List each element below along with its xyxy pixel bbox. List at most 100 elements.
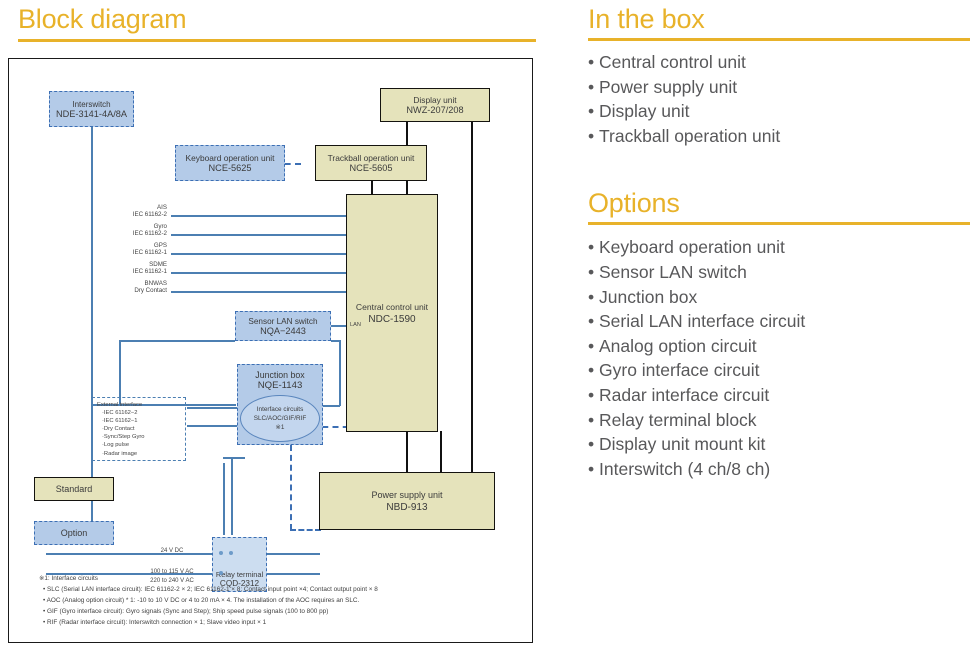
options-item-label: Gyro interface circuit — [599, 360, 760, 381]
node-keyboard-operation-unit[interactable]: Keyboard operation unit NCE-5625 — [175, 145, 285, 181]
in-the-box-item-label: Central control unit — [599, 52, 746, 72]
in-the-box-list: •Central control unit •Power supply unit… — [588, 50, 970, 148]
list-item: •Display unit mount kit — [588, 432, 970, 457]
bullet-icon: • — [588, 52, 595, 72]
wire-external-to-junction-2 — [187, 425, 239, 427]
diagram-notes: ※1: Interface circuits • SLC (Serial LAN… — [19, 573, 524, 628]
list-item: •Gyro interface circuit — [588, 358, 970, 383]
options-item-label: Junction box — [599, 286, 698, 307]
central-lan-port-label: LAN — [350, 322, 361, 328]
junction-dot-ac — [219, 571, 223, 575]
legend-standard: Standard — [34, 477, 114, 501]
wire-signal-gyro — [171, 234, 346, 236]
in-the-box-item-label: Power supply unit — [599, 76, 738, 97]
bullet-icon: • — [588, 261, 595, 282]
list-item: •Radar interface circuit — [588, 383, 970, 408]
notes-line-slc: • SLC (Serial LAN interface circuit): IE… — [43, 586, 378, 593]
node-interface-circuits[interactable]: Interface circuits SLC/AOC/GIF/RIF ※1 — [240, 395, 320, 442]
power-label-dc: 24 V DC — [160, 548, 184, 554]
options-title: Options — [588, 188, 680, 219]
wire-signal-sdme — [171, 272, 346, 274]
block-diagram-title: Block diagram — [18, 4, 187, 34]
node-interswitch[interactable]: Interswitch NDE-3141-4A/8A — [49, 91, 134, 127]
wire-junction-down-1 — [223, 463, 225, 535]
wire-relay-to-power-ac — [267, 573, 320, 575]
power-label-ac1: 100 to 115 V AC — [150, 569, 194, 575]
node-display-unit[interactable]: Display unit NWZ-207/208 — [380, 88, 490, 122]
bullet-icon: • — [588, 237, 595, 258]
list-item: •Central control unit — [588, 50, 970, 75]
bullet-icon: • — [588, 311, 595, 332]
external-interface-box: External interface ·IEC 61162−2 ·IEC 611… — [92, 397, 186, 461]
list-item: •Relay terminal block — [588, 408, 970, 433]
bullet-icon: • — [588, 409, 595, 430]
wire-interswitch-to-junction — [91, 404, 236, 406]
wire-sensorlan-right-top — [331, 340, 340, 342]
junction-dot-dc — [219, 551, 223, 555]
wire-interface-to-central — [312, 426, 359, 428]
options-item-label: Analog option circuit — [599, 335, 757, 356]
block-diagram-title-rule — [18, 39, 536, 42]
wire-signal-gps — [171, 253, 346, 255]
wire-ac-in — [46, 573, 220, 575]
node-central-control-unit[interactable]: Central control unit NDC-1590 — [346, 194, 438, 432]
list-item: •Sensor LAN switch — [588, 260, 970, 285]
list-item: •Display unit — [588, 99, 970, 124]
options-item-label: Interswitch (4 ch/8 ch) — [599, 458, 771, 479]
bullet-icon: • — [588, 434, 595, 455]
signal-label-gyro: Gyro IEC 61162-2 — [132, 223, 167, 238]
list-item: •Power supply unit — [588, 75, 970, 100]
node-relay-terminal[interactable]: Relay terminal CQD-2312 — [212, 537, 267, 592]
section-gap — [588, 148, 970, 190]
wire-signal-bnwas — [171, 291, 346, 293]
list-item: •Junction box — [588, 285, 970, 310]
node-sensor-lan-switch[interactable]: Sensor LAN switch NQA−2443 — [235, 311, 331, 341]
in-the-box-item-label: Trackball operation unit — [599, 125, 781, 146]
bullet-icon: • — [588, 360, 595, 381]
wire-sensorlan-right-leg — [339, 340, 341, 406]
list-item: •Interswitch (4 ch/8 ch) — [588, 457, 970, 482]
node-power-supply-unit[interactable]: Power supply unit NBD-913 — [319, 472, 495, 530]
bullet-icon: • — [588, 286, 595, 307]
block-diagram-section: Block diagram — [8, 6, 536, 42]
wire-interswitch-vertical — [91, 127, 93, 525]
options-item-label: Sensor LAN switch — [599, 261, 747, 282]
signal-label-bnwas: BNWAS Dry Contact — [134, 280, 167, 295]
bullet-icon: • — [588, 384, 595, 405]
wire-sensorlan-left-leg — [119, 340, 121, 404]
wire-signal-ais — [171, 215, 346, 217]
wire-junction-down-2 — [231, 457, 233, 535]
node-trackball-operation-unit[interactable]: Trackball operation unit NCE-5605 — [315, 145, 427, 181]
bullet-icon: • — [588, 335, 595, 356]
right-column: In the box •Central control unit •Power … — [588, 6, 970, 481]
notes-line-aoc: • AOC (Analog option circuit) * 1: -10 t… — [43, 597, 360, 604]
wire-junction-right — [309, 405, 340, 407]
notes-heading: ※1: Interface circuits — [39, 575, 98, 582]
signal-label-sdme: SDME IEC 61162-1 — [132, 261, 167, 276]
options-list: •Keyboard operation unit •Sensor LAN swi… — [588, 235, 970, 481]
list-item: •Analog option circuit — [588, 334, 970, 359]
wire-display-to-central — [406, 121, 409, 252]
wire-display-to-power — [471, 121, 474, 530]
notes-line-rif: • RIF (Radar interface circuit): Intersw… — [43, 619, 267, 626]
in-the-box-title: In the box — [588, 4, 705, 34]
list-item: •Keyboard operation unit — [588, 235, 970, 260]
options-item-label: Display unit mount kit — [599, 434, 766, 455]
in-the-box-item-label: Display unit — [599, 101, 690, 122]
bullet-icon: • — [588, 125, 595, 146]
power-label-ac2: 220 to 240 V AC — [150, 578, 194, 584]
wire-relay-to-power-dc — [267, 553, 320, 555]
wire-interface-down — [290, 445, 292, 530]
bullet-icon: • — [588, 76, 595, 97]
wire-sensorlan-to-central — [331, 325, 359, 327]
options-item-label: Serial LAN interface circuit — [599, 311, 806, 332]
list-item: •Serial LAN interface circuit — [588, 309, 970, 334]
wire-interface-to-power — [290, 529, 321, 531]
list-item: •Trackball operation unit — [588, 124, 970, 149]
bullet-icon: • — [588, 101, 595, 122]
signal-label-ais: AIS IEC 61162-2 — [132, 204, 167, 219]
legend-option: Option — [34, 521, 114, 545]
wire-sensorlan-left-top — [119, 340, 235, 342]
block-diagram-canvas: AIS IEC 61162-2 Gyro IEC 61162-2 GPS IEC… — [8, 58, 533, 643]
options-item-label: Keyboard operation unit — [599, 237, 785, 258]
